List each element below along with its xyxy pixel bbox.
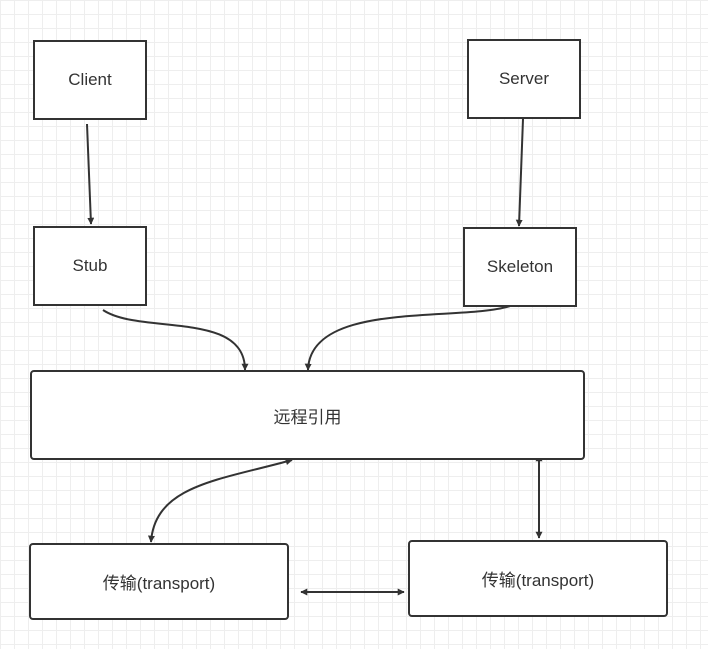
edge-stub-to-remote-ref: [102, 309, 249, 371]
stub-box: Stub: [33, 226, 147, 306]
remote-ref-box: 远程引用: [30, 370, 585, 460]
transport-left-label: 传输(transport): [102, 574, 216, 593]
edge-remote-ref-left-transport: [147, 458, 293, 543]
edge-skeleton-to-remote-ref: [304, 305, 511, 371]
transport-right-label: 传输(transport): [481, 571, 595, 590]
client-box: Client: [33, 40, 147, 120]
transport-right-box: 传输(transport): [408, 540, 668, 617]
server-box: Server: [467, 39, 581, 119]
server-label: Server: [498, 69, 550, 88]
stub-label: Stub: [72, 256, 108, 275]
edge-client-to-stub: [86, 123, 95, 225]
skeleton-label: Skeleton: [486, 257, 554, 276]
skeleton-box: Skeleton: [463, 227, 577, 307]
remote-ref-label: 远程引用: [273, 407, 342, 427]
transport-left-box: 传输(transport): [29, 543, 289, 620]
client-label: Client: [68, 70, 112, 89]
edge-server-to-skeleton: [515, 118, 524, 227]
